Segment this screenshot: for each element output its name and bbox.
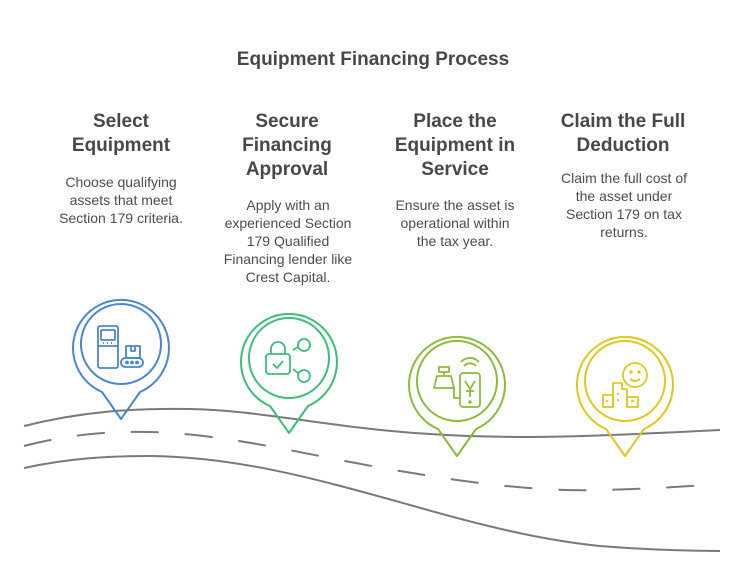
pin-outline [240,312,338,434]
step-2-title-line: Approval [245,159,329,180]
step-4-desc-line: returns. [600,224,648,240]
step-4-desc-line: the asset under [575,188,673,204]
step-2-pin [240,312,338,434]
smiley-buildings-icon [602,362,648,408]
step-2-desc-line: Crest Capital. [245,269,331,285]
pin-inner-ring [80,303,162,385]
step-3-title-line: Place the [413,111,497,132]
lock-share-icon [265,338,311,383]
step-3-desc-line: Ensure the asset is [395,197,515,213]
pin-outline [72,298,170,420]
step-1-desc-line: Choose qualifying [65,174,177,190]
step-4-desc-line: Section 179 on tax [566,206,682,222]
step-3-title-line: Service [421,159,489,180]
step-4-title-line: Deduction [576,135,670,156]
pin-inner-ring [248,317,330,399]
step-2-description: Apply with an experienced Section 179 Qu… [202,196,374,286]
step-3-desc-line: operational within [400,215,510,231]
step-2-title-line: Secure [255,111,319,132]
step-2-desc-line: 179 Qualified [246,233,330,249]
step-2-title-line: Financing [242,135,332,156]
pin-outline [576,335,674,457]
step-2-desc-line: Financing lender like [223,251,353,267]
step-2-title: Secure Financing Approval [206,110,368,182]
step-3-pin [408,335,506,457]
step-4-pin [576,335,674,457]
equipment-machine-conveyor-icon [97,325,144,369]
step-1-desc-line: Section 179 criteria. [59,210,183,226]
step-4-description: Claim the full cost of the asset under S… [536,169,712,241]
diagram-title: Equipment Financing Process [236,49,510,70]
step-4-title-line: Claim the Full [560,111,686,132]
step-1-desc-line: assets that meet [69,192,173,208]
step-3-title: Place the Equipment in Service [374,110,536,182]
road-center-dashes [23,430,721,492]
step-4-title: Claim the Full Deduction [538,110,708,158]
pin-inner-ring [416,340,498,422]
step-1-description: Choose qualifying assets that meet Secti… [36,173,206,227]
step-1-title-line: Select [93,111,149,132]
step-3-title-line: Equipment in [394,135,516,156]
step-3-description: Ensure the asset is operational within t… [370,196,540,250]
step-1-title-line: Equipment [71,135,171,156]
pin-outline [408,335,506,457]
step-1-pin [72,298,170,420]
step-4-desc-line: Claim the full cost of [560,170,688,186]
step-1-title: Select Equipment [40,110,202,158]
road [23,407,721,552]
road-bottom-edge [23,454,721,552]
register-mobile-payment-icon [433,357,481,408]
step-3-desc-line: the tax year. [416,233,494,249]
pin-inner-ring [584,340,666,422]
step-2-desc-line: Apply with an [246,197,330,213]
step-2-desc-line: experienced Section [224,215,352,231]
road-top-edge [23,407,721,438]
